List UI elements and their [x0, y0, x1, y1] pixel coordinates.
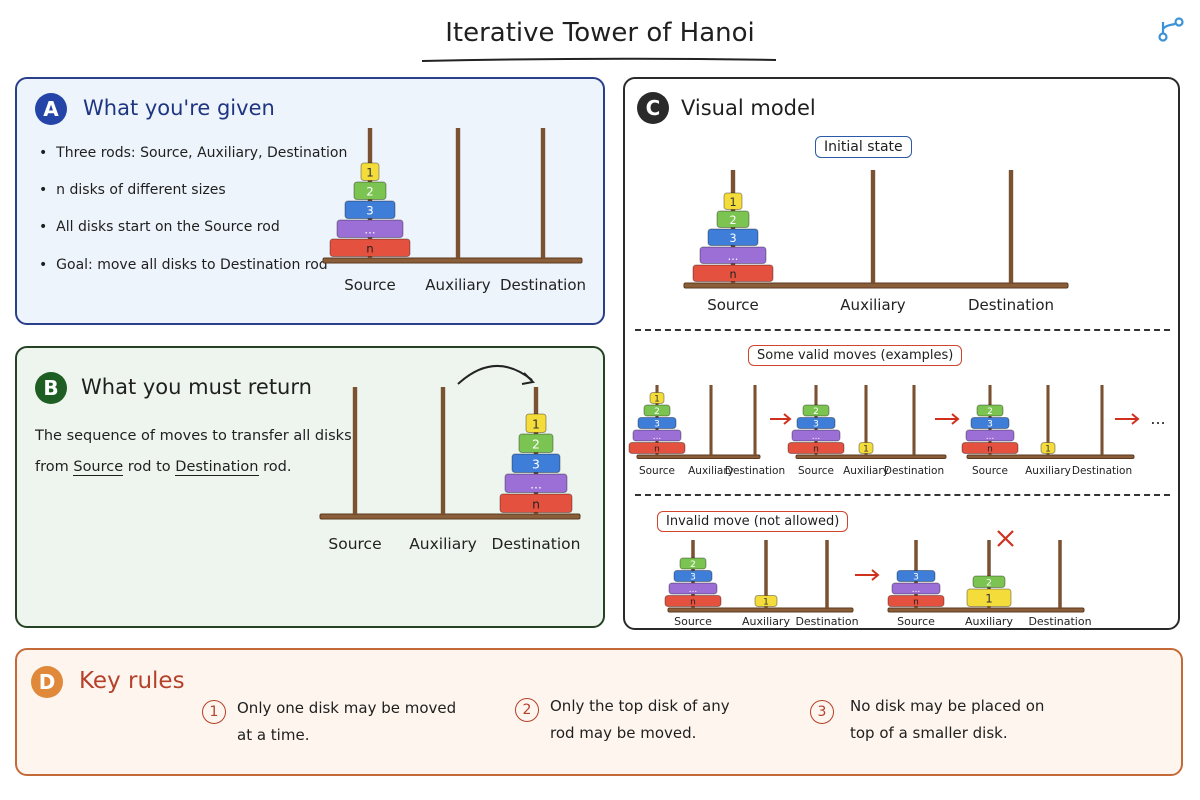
rule-2-number: 2 — [515, 698, 539, 722]
branch-icon[interactable] — [1157, 16, 1185, 42]
panel-a-title: What you're given — [83, 96, 275, 120]
divider-1 — [635, 329, 1170, 331]
badge-b: B — [35, 372, 67, 404]
panel-what-youre-given: A What you're given • Three rods: Source… — [15, 77, 605, 325]
bullet-4: • Goal: move all disks to Destination ro… — [39, 257, 328, 273]
badge-c: C — [637, 92, 669, 124]
panel-d-title: Key rules — [79, 668, 185, 694]
panel-key-rules: D Key rules 1 Only one disk may be moved… — [15, 648, 1183, 776]
valid-moves-label: Some valid moves (examples) — [748, 345, 963, 366]
return-text-line1: The sequence of moves to transfer all di… — [35, 428, 352, 444]
initial-state-label: Initial state — [815, 136, 912, 158]
bullet-1: • Three rods: Source, Auxiliary, Destina… — [39, 145, 348, 161]
destination-underlined: Destination — [175, 459, 259, 476]
panel-c-title: Visual model — [681, 96, 816, 120]
rule-1-number: 1 — [202, 700, 226, 724]
panel-what-you-must-return: B What you must return The sequence of m… — [15, 346, 605, 628]
divider-2 — [635, 494, 1170, 496]
page-title: Iterative Tower of Hanoi — [445, 18, 755, 48]
panel-b-title: What you must return — [81, 375, 312, 399]
invalid-move-label: Invalid move (not allowed) — [657, 511, 849, 532]
title-underline — [421, 57, 777, 62]
source-underlined: Source — [73, 459, 124, 476]
return-text-line2: from Source rod to Destination rod. — [35, 459, 292, 476]
rule-3-number: 3 — [810, 700, 834, 724]
bullet-2: • n disks of different sizes — [39, 182, 226, 198]
badge-a: A — [35, 93, 67, 125]
bullet-3: • All disks start on the Source rod — [39, 219, 280, 235]
badge-d: D — [31, 666, 63, 698]
panel-visual-model: C Visual model Initial state Some valid … — [623, 77, 1180, 630]
